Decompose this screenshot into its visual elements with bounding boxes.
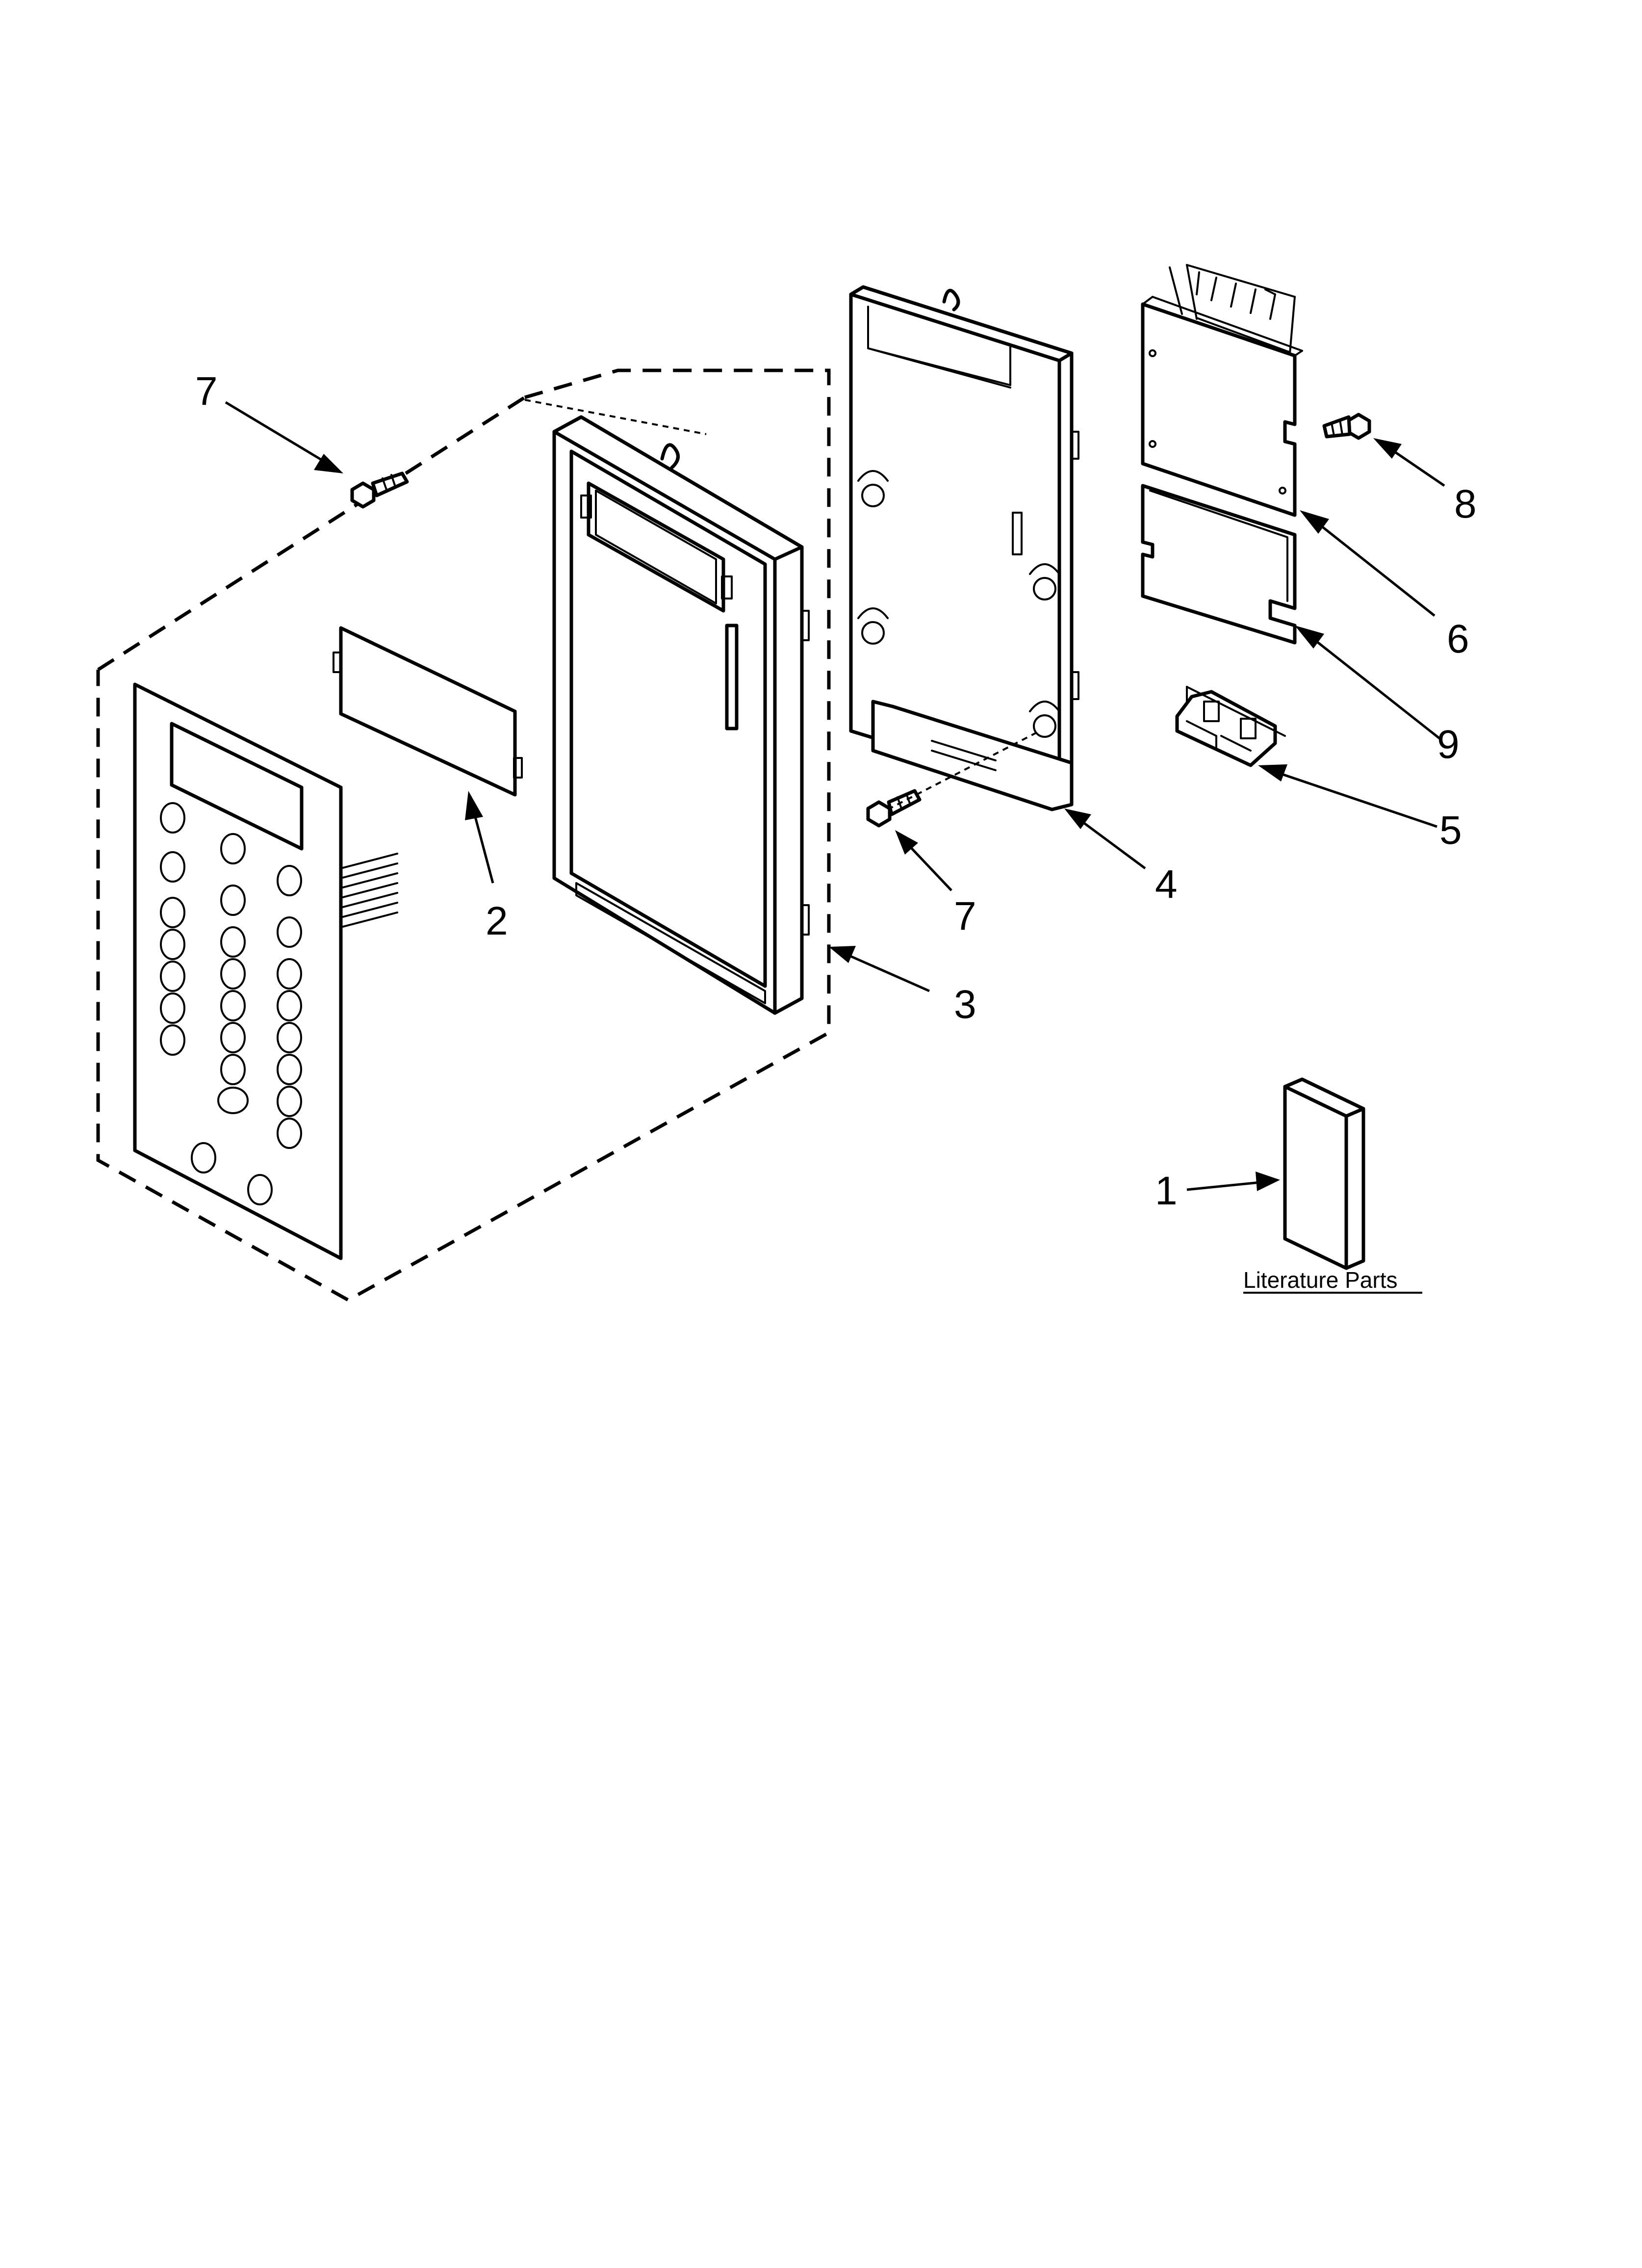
screw-lower-guide-line	[887, 730, 1040, 810]
literature-booklet	[1283, 1077, 1365, 1270]
callout-7-top: 7	[195, 369, 218, 414]
control-housing	[849, 285, 1079, 811]
literature-caption: Literature Parts	[1243, 1267, 1422, 1294]
callout-8: 8	[1454, 482, 1477, 526]
callout-6: 6	[1447, 617, 1469, 661]
literature-parts-label: Literature Parts	[1243, 1267, 1397, 1293]
callout-5: 5	[1439, 808, 1462, 853]
insulator	[1141, 484, 1297, 645]
leader-arrows	[225, 401, 1445, 1191]
callout-2: 2	[486, 899, 508, 943]
overlay-window	[333, 626, 523, 797]
callout-1: 1	[1155, 1169, 1178, 1213]
control-board	[1141, 264, 1303, 517]
housing-mount-holes	[857, 470, 1060, 738]
screw-top	[350, 471, 409, 509]
callout-7-lower: 7	[954, 894, 976, 938]
callout-4: 4	[1155, 862, 1178, 907]
screw-board	[1322, 413, 1371, 440]
callout-labels: 7 2 3 4 7 8 6 9 5 1	[195, 369, 1477, 1213]
callout-3: 3	[954, 982, 976, 1027]
keypad-membrane	[133, 682, 398, 1260]
keypad-buttons	[160, 802, 302, 1205]
screw-lower	[866, 789, 922, 828]
callout-9: 9	[1437, 722, 1460, 767]
bracket	[1175, 686, 1286, 767]
assembly-boundary	[96, 368, 831, 1303]
control-panel-frame	[552, 415, 810, 1015]
ribbon-cable	[1169, 264, 1296, 354]
